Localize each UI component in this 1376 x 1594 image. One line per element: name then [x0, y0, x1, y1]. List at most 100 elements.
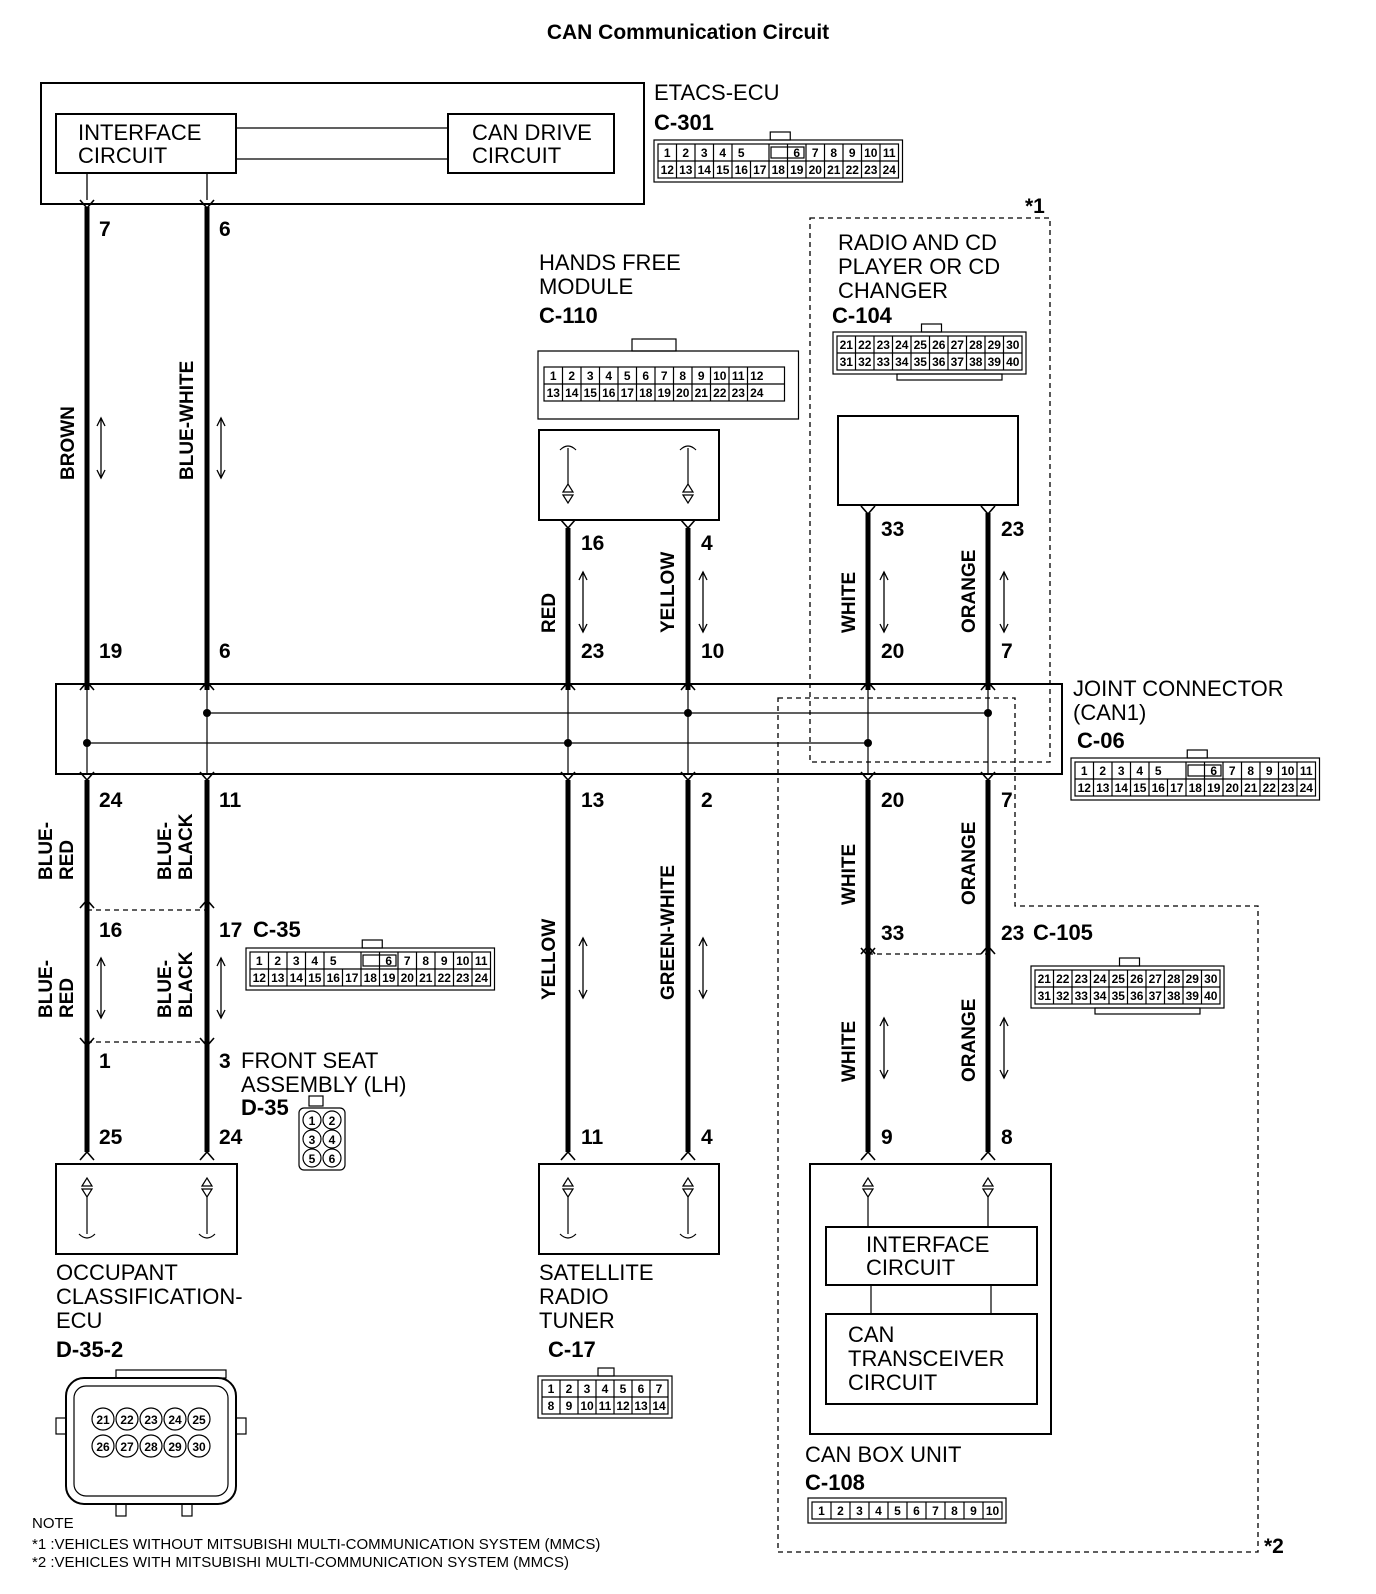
splice-dot [684, 709, 692, 717]
canbox-name: CAN BOX UNIT [805, 1442, 961, 1467]
pin-cell-label: 19 [382, 971, 396, 985]
pin-label: 11 [581, 1126, 604, 1149]
wire-label-blue-black: BLUE- [155, 960, 176, 1018]
pin-cell-label: 37 [1149, 989, 1163, 1003]
pin-cell-label: 4 [1136, 764, 1143, 778]
terminal-chevron-icon [79, 1150, 95, 1161]
pin-cell-label: 13 [271, 971, 285, 985]
bidirectional-arrow-icon [879, 570, 889, 634]
bidirectional-arrow-icon [999, 1016, 1009, 1080]
terminal-chevron-icon [79, 1037, 95, 1048]
unit-terminal-icon [679, 445, 697, 505]
terminal-cavity [187, 1434, 211, 1458]
pin-cell-label: 7 [932, 1504, 939, 1518]
pin-cell-label: 36 [932, 355, 946, 369]
pin-cell-label: 17 [1170, 781, 1184, 795]
diagram-title: CAN Communication Circuit [547, 21, 829, 44]
pin-cell-label: 24 [475, 971, 489, 985]
etacs-can-drive-label: CAN DRIVE [472, 120, 592, 145]
connector-latch [115, 1503, 127, 1517]
pin-cell-label: 21 [419, 971, 433, 985]
pin-cell-label: 10 [864, 146, 878, 160]
pin-cell-label: 7 [1229, 764, 1236, 778]
unit-terminal-icon [559, 1176, 577, 1239]
satellite-name: RADIO [539, 1284, 609, 1309]
pin-cell-label: 16 [735, 163, 749, 177]
c105-connector-id: C-105 [1033, 920, 1093, 945]
unit-terminal-icon [78, 1176, 96, 1239]
connector-housing [807, 1497, 1007, 1524]
pin-cell-label: 32 [1056, 989, 1070, 1003]
pin-cell-label: 26 [932, 338, 946, 352]
occupant-connector-id: D-35-2 [56, 1337, 123, 1362]
pin-label: 24 [219, 1126, 243, 1149]
pin-cell-label: 15 [584, 386, 598, 400]
pin-cell-label: 36 [1130, 989, 1144, 1003]
pin-cell-label: 20 [676, 386, 690, 400]
pin-label: 8 [1001, 1126, 1013, 1149]
terminal-cavity [115, 1434, 139, 1458]
terminal-cavity [302, 1129, 322, 1149]
pin-cell-label: 2 [837, 1504, 844, 1518]
wire-label-brown: BROWN [58, 406, 79, 480]
pin-cell-label: 35 [1112, 989, 1126, 1003]
canbox-interface-label: CIRCUIT [866, 1255, 955, 1280]
pin-cell-label: 3 [587, 369, 594, 383]
pin-cell-label: 1 [309, 1114, 316, 1128]
pin-cell-label: 3 [1118, 764, 1125, 778]
terminal-chevron-icon [980, 771, 996, 782]
wire-label-blue-black: BLACK [176, 813, 197, 880]
pin-label: 24 [99, 789, 123, 812]
pin-cell-label: 38 [969, 355, 983, 369]
connector-latch [181, 1503, 193, 1517]
pin-cell-label: 7 [656, 1382, 663, 1396]
pin-cell-label: 9 [698, 369, 705, 383]
bidirectional-arrow-icon [216, 416, 226, 480]
terminal-cavity [115, 1407, 139, 1431]
pin-cell-label: 16 [602, 386, 616, 400]
pin-cell-label: 23 [144, 1413, 158, 1427]
note-mark-1: *1 [1025, 195, 1045, 218]
pin-cell-label: 22 [120, 1413, 134, 1427]
terminal-cavity [91, 1434, 115, 1458]
pin-cell-label: 10 [456, 954, 470, 968]
pin-cell-label: 11 [732, 369, 745, 383]
pin-cell-label: 6 [385, 954, 392, 968]
unit-terminal-icon [198, 1176, 216, 1239]
note-line-1: *1 :VEHICLES WITHOUT MITSUBISHI MULTI-CO… [32, 1536, 600, 1553]
joint-name: (CAN1) [1073, 700, 1146, 725]
bidirectional-arrow-icon [698, 570, 708, 634]
terminal-chevron-icon [199, 680, 215, 691]
connector-latch [769, 131, 791, 141]
pin-cell-label: 11 [883, 146, 896, 160]
terminal-chevron-icon [680, 680, 696, 691]
terminal-chevron-icon [980, 1150, 996, 1161]
pin-cell-label: 4 [311, 954, 318, 968]
pin-cell-label: 13 [1096, 781, 1110, 795]
pin-cell-label: 1 [256, 954, 263, 968]
pin-cell-label: 34 [1093, 989, 1107, 1003]
terminal-chevron-icon [199, 771, 215, 782]
pin-cell-label: 11 [599, 1399, 612, 1413]
wire-label-yellow: YELLOW [539, 919, 560, 1000]
pin-cell-label: 8 [951, 1504, 958, 1518]
pin-cell-label: 2 [566, 1382, 573, 1396]
pin-cell-label: 17 [621, 386, 635, 400]
connector-latch [115, 1369, 227, 1379]
pin-cell-label: 5 [330, 954, 337, 968]
pin-cell-label: 22 [713, 386, 727, 400]
pin-cell-label: 19 [658, 386, 672, 400]
terminal-chevron-icon [860, 680, 876, 691]
pin-cell-label: 10 [713, 369, 727, 383]
terminal-cavity [322, 1129, 342, 1149]
pin-cell-label: 9 [566, 1399, 573, 1413]
terminal-chevron-icon [79, 199, 95, 210]
occupant-unit-box [55, 1163, 238, 1255]
pin-cell-label: 18 [364, 971, 378, 985]
pin-cell-label: 33 [877, 355, 891, 369]
pin-cell-label: 2 [682, 146, 689, 160]
hands-free-name: MODULE [539, 274, 633, 299]
front-seat-connector-id: D-35 [241, 1095, 289, 1120]
pin-cell-label: 16 [327, 971, 341, 985]
